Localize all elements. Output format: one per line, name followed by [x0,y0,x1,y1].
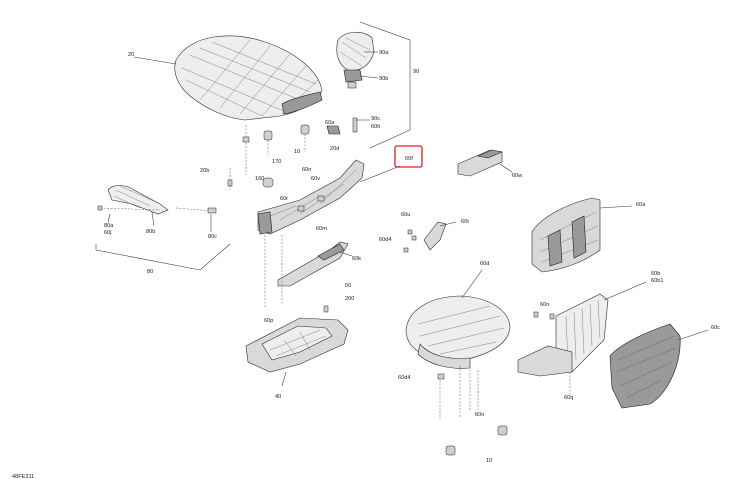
side-panel-part-60a [531,197,601,273]
callout-60j: 60j [104,230,111,236]
seat-part-20 [174,35,323,121]
callout-80: 80 [147,269,153,275]
rail-part-60k [277,241,349,287]
callout-60n-low: 60n [475,412,484,418]
callout-10-top: 10 [294,149,300,155]
callout-80b: 80b [146,229,155,235]
callout-90b: 90b [379,76,388,82]
callout-60f: 60f [405,156,413,162]
callout-170: 170 [272,159,281,165]
callout-10-low: 10 [486,458,492,464]
fasteners-top [227,117,358,190]
callout-60h: 60h [371,124,380,130]
callout-60n-top: 60n [302,167,311,173]
bracket-part-60w [457,149,504,177]
callout-60d4-mid: 60d4 [379,237,391,243]
callout-60d: 60d [480,261,489,267]
seat-frame-part-60f [257,159,365,235]
callout-200: 200 [345,296,354,302]
callout-60d4-low: 60d4 [398,375,410,381]
callout-90c: 90c [371,116,380,122]
footrest-part-80 [97,185,217,215]
backrest-part-90 [336,31,375,89]
callout-60w: 60w [512,173,523,179]
callout-50: 50 [345,283,351,289]
callout-60m: 60m [316,226,327,232]
callout-60a-right: 60a [636,202,646,208]
callout-60t: 60t [461,219,469,225]
callout-60b1: 60b1 [651,278,663,284]
callout-60r: 60r [280,196,288,202]
callout-60v: 60v [311,176,320,182]
callout-80c: 80c [208,234,217,240]
callout-60b: 60b [651,271,660,277]
callout-90: 90 [413,69,419,75]
callout-60a-top: 60a [325,120,335,126]
callout-60n-right: 60n [540,302,549,308]
callout-90a: 90a [379,50,389,56]
side-panel-part-60b [517,293,609,377]
base-part-40 [245,305,349,373]
callout-80a: 80a [104,223,114,229]
callout-60k: 60k [352,256,361,262]
drawing-id: 48FE311 [12,474,34,480]
callout-160: 160 [255,176,264,182]
side-panel-part-60c [609,323,681,409]
callout-60c: 60c [711,325,720,331]
hardware-part-60t [403,221,447,253]
callout-20b: 20b [200,168,209,174]
cushion-part-60d [405,295,511,369]
callout-20d: 20d [330,146,339,152]
callout-60u: 60u [401,212,410,218]
callout-60p: 60p [264,318,273,324]
callout-40: 40 [275,394,281,400]
callout-20: 20 [128,52,134,58]
highlight-box-60f [394,145,423,168]
callout-60q: 60q [564,395,573,401]
